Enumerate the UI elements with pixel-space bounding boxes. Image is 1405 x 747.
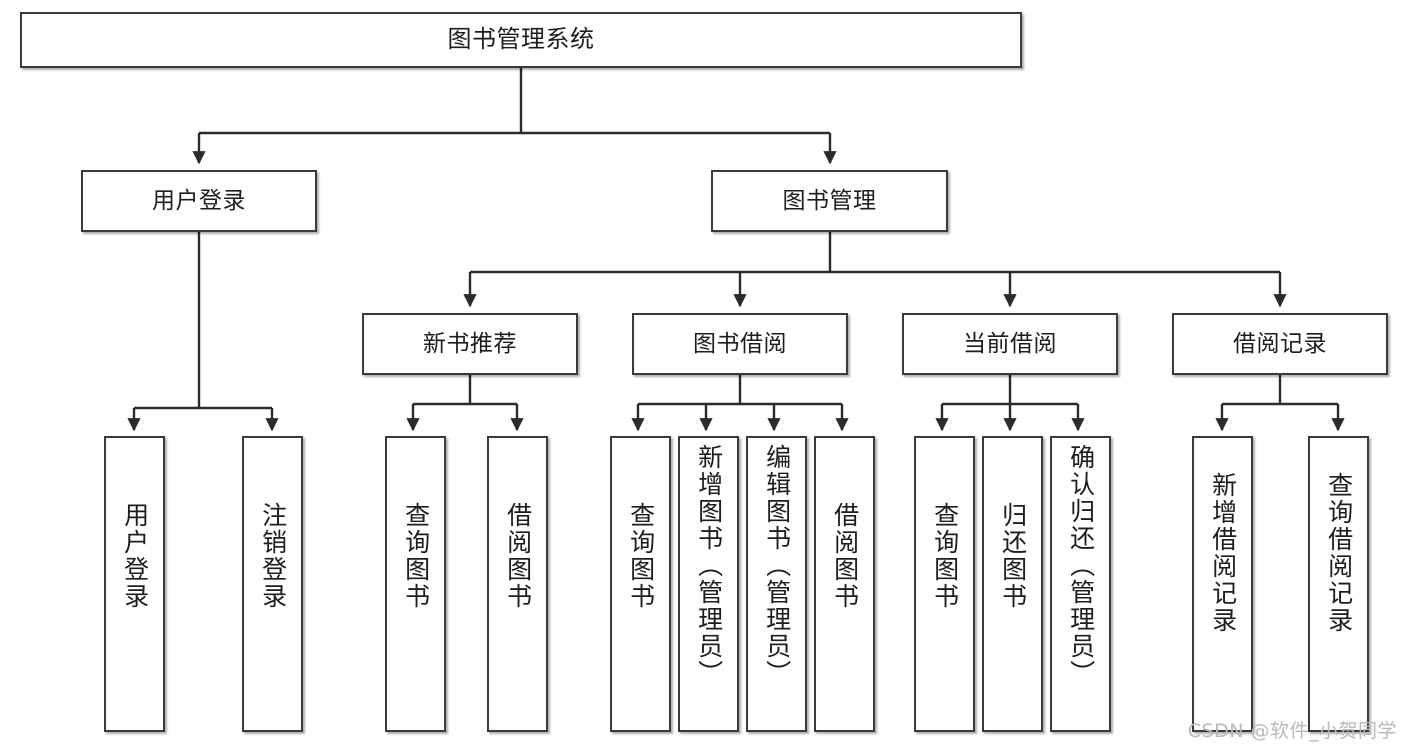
node-current-borrow[interactable]: 当前借阅 xyxy=(902,313,1118,375)
node-leaf-query-book-current[interactable]: 查询图书 xyxy=(914,436,975,732)
node-label: 编辑图书（管理员） xyxy=(762,444,792,687)
node-label: 查询借阅记录 xyxy=(1324,472,1354,634)
node-label: 查询图书 xyxy=(930,502,960,610)
node-label: 借阅记录 xyxy=(1233,330,1327,357)
node-leaf-borrow-book[interactable]: 借阅图书 xyxy=(814,436,875,732)
node-label: 新书推荐 xyxy=(423,330,517,357)
node-user-login[interactable]: 用户登录 xyxy=(81,170,317,232)
node-leaf-query-book-recommend[interactable]: 查询图书 xyxy=(385,436,446,732)
node-book-borrow[interactable]: 图书借阅 xyxy=(632,313,848,375)
node-label: 图书管理 xyxy=(782,187,877,214)
node-leaf-user-login[interactable]: 用户登录 xyxy=(104,436,165,732)
node-leaf-add-book-admin[interactable]: 新增图书（管理员） xyxy=(678,436,739,732)
node-leaf-query-book[interactable]: 查询图书 xyxy=(610,436,671,732)
node-label: 图书管理系统 xyxy=(447,25,595,54)
node-label: 查询图书 xyxy=(626,502,656,610)
node-root-book-management-system[interactable]: 图书管理系统 xyxy=(20,12,1022,68)
node-leaf-add-borrow-record[interactable]: 新增借阅记录 xyxy=(1192,436,1253,732)
node-label: 借阅图书 xyxy=(830,502,860,610)
node-label: 用户登录 xyxy=(120,502,150,610)
node-leaf-edit-book-admin[interactable]: 编辑图书（管理员） xyxy=(746,436,807,732)
node-label: 借阅图书 xyxy=(503,502,533,610)
node-label: 用户登录 xyxy=(152,187,246,214)
node-label: 当前借阅 xyxy=(963,330,1057,357)
node-label: 新增图书（管理员） xyxy=(694,444,724,687)
csdn-watermark: CSDN @软件_小贺同学 xyxy=(1187,720,1397,742)
node-label: 新增借阅记录 xyxy=(1208,472,1238,634)
node-book-management[interactable]: 图书管理 xyxy=(711,170,948,232)
node-leaf-confirm-return-admin[interactable]: 确认归还（管理员） xyxy=(1050,436,1111,732)
node-label: 图书借阅 xyxy=(693,330,787,357)
node-leaf-logout[interactable]: 注销登录 xyxy=(242,436,303,732)
node-label: 归还图书 xyxy=(998,502,1028,610)
node-label: 注销登录 xyxy=(258,502,288,610)
node-leaf-borrow-book-recommend[interactable]: 借阅图书 xyxy=(487,436,548,732)
node-borrow-record[interactable]: 借阅记录 xyxy=(1172,313,1388,375)
node-leaf-query-borrow-record[interactable]: 查询借阅记录 xyxy=(1308,436,1369,732)
node-new-book-recommend[interactable]: 新书推荐 xyxy=(362,313,578,375)
node-label: 确认归还（管理员） xyxy=(1066,444,1096,687)
node-label: 查询图书 xyxy=(401,502,431,610)
node-leaf-return-book[interactable]: 归还图书 xyxy=(982,436,1043,732)
